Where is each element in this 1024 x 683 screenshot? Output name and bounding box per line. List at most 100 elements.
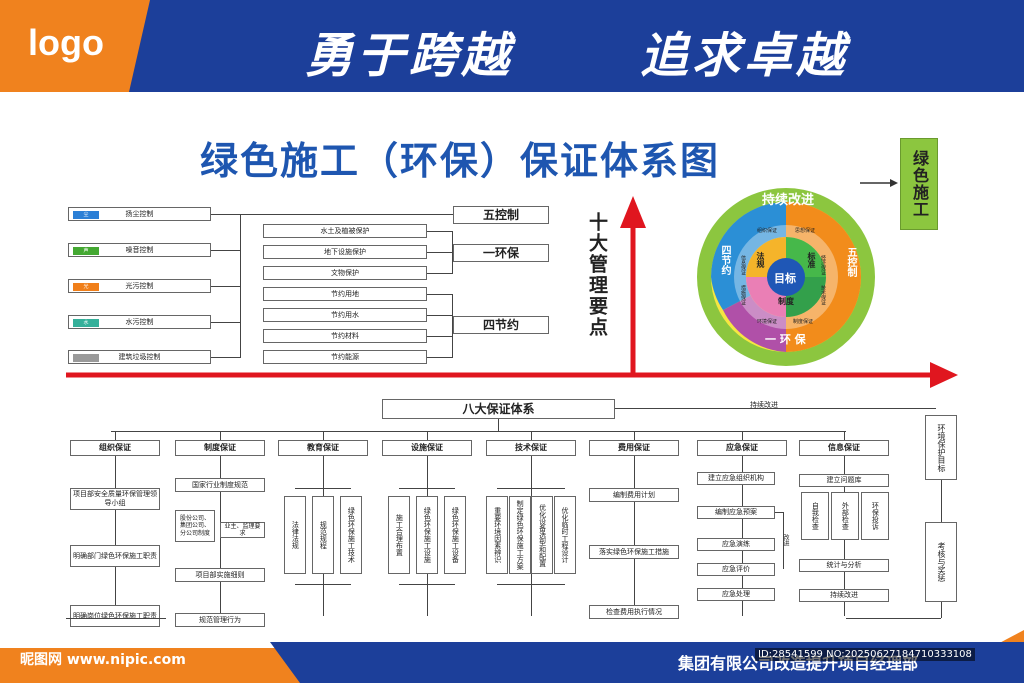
middle-item: 节约用地 bbox=[263, 287, 427, 301]
control-label: 建筑垃圾控制 bbox=[118, 352, 161, 361]
column-item: 建立问题库 bbox=[799, 474, 889, 487]
connector bbox=[531, 431, 532, 440]
column-item: 建立应急组织机构 bbox=[697, 472, 775, 485]
group-five-controls: 五控制 bbox=[453, 206, 549, 224]
column-item: 优化临时工程设计 bbox=[553, 496, 576, 574]
column-item: 项目部实施细则 bbox=[175, 568, 265, 582]
connector bbox=[111, 431, 846, 432]
page-title: 绿色施工（环保）保证体系图 bbox=[200, 139, 721, 183]
column-head: 设施保证 bbox=[382, 440, 472, 456]
green-construction-box: 绿色施工 bbox=[900, 138, 938, 230]
column-item-label: 规范规程 bbox=[319, 521, 328, 549]
connector bbox=[497, 584, 565, 585]
column-item: 业主、监理要求 bbox=[220, 522, 265, 538]
column-item: 股份公司、集团公司、分公司制度 bbox=[175, 510, 215, 542]
column-item: 制定绿色环保施工方案 bbox=[508, 496, 531, 574]
column-item-label: 优化临时工程设计 bbox=[560, 507, 569, 563]
column-item: 国家行业制度规范 bbox=[175, 478, 265, 492]
column-head: 费用保证 bbox=[589, 440, 679, 456]
wheel-inner-label: 思想保证 bbox=[795, 228, 816, 234]
column-item: 应急演练 bbox=[697, 538, 775, 551]
wheel-inner-label: 信息保证 bbox=[740, 255, 746, 275]
column-item-label: 法律法规 bbox=[291, 521, 300, 549]
connector bbox=[615, 408, 936, 409]
target-box: 环境保护目标 bbox=[925, 415, 957, 480]
control-label: 扬尘控制 bbox=[125, 209, 154, 218]
column-item: 检查费用执行情况 bbox=[589, 605, 679, 619]
connector bbox=[427, 252, 453, 253]
connector bbox=[115, 431, 116, 440]
column-item-label: 制定绿色环保施工方案 bbox=[516, 500, 525, 570]
middle-item: 文物保护 bbox=[263, 266, 427, 280]
control-item-waste: 建筑垃圾控制 bbox=[68, 350, 211, 364]
column-item: 明确岗位绿色环保施工职责 bbox=[70, 605, 160, 627]
connector bbox=[742, 456, 743, 616]
column-item: 规范规程 bbox=[312, 496, 334, 574]
column-head: 组织保证 bbox=[70, 440, 160, 456]
column-item: 重要环境因素辨识 bbox=[486, 496, 509, 574]
wheel-inner-label: 技术保证 bbox=[820, 285, 826, 305]
column-item-label: 外部检查 bbox=[841, 502, 850, 530]
column-item: 外部检查 bbox=[831, 492, 859, 540]
connector bbox=[211, 250, 241, 251]
wheel-center: 目标 bbox=[774, 272, 796, 285]
target-label: 环境保护目标 bbox=[937, 423, 946, 472]
connector bbox=[427, 357, 453, 358]
connector bbox=[634, 431, 635, 440]
wheel-system: 制度 bbox=[778, 297, 794, 306]
connector bbox=[427, 315, 453, 316]
control-item-noise: 声噪音控制 bbox=[68, 243, 211, 257]
watermark: 昵图网 www.nipic.com bbox=[20, 652, 186, 668]
noise-tag: 声 bbox=[73, 247, 99, 255]
waste-tag bbox=[73, 354, 99, 362]
green-label: 绿色施工 bbox=[910, 150, 929, 218]
connector bbox=[211, 286, 241, 287]
check-label: 考核与奖惩 bbox=[937, 542, 946, 582]
column-item: 自我检查 bbox=[801, 492, 829, 540]
connector bbox=[427, 294, 453, 295]
wheel-left-label: 四节约 bbox=[719, 245, 730, 275]
connector bbox=[240, 214, 453, 215]
middle-item: 节约能源 bbox=[263, 350, 427, 364]
wheel-right-label: 五控制 bbox=[845, 247, 856, 277]
connector bbox=[323, 431, 324, 440]
column-item-label: 优化设备选型和配置 bbox=[538, 503, 547, 567]
column-item-label: 绿色环保施工技术 bbox=[347, 507, 356, 563]
column-item-label: 重要环境因素辨识 bbox=[493, 507, 502, 563]
column-item: 绿色环保施工设施 bbox=[416, 496, 438, 574]
connector bbox=[211, 357, 241, 358]
slogan-right: 追求卓越 bbox=[640, 28, 849, 84]
column-item: 绿色环保施工设备 bbox=[444, 496, 466, 574]
target-wheel bbox=[697, 188, 875, 366]
column-item: 统计与分析 bbox=[799, 559, 889, 572]
water-tag: 水 bbox=[73, 319, 99, 327]
column-item-label: 绿色环保施工设备 bbox=[451, 507, 460, 563]
connector bbox=[240, 214, 241, 358]
connector bbox=[742, 431, 743, 440]
column-item: 落实绿色环保施工措施 bbox=[589, 545, 679, 559]
connector bbox=[941, 602, 942, 618]
connector bbox=[211, 214, 241, 215]
wheel-inner-label: 环境保证 bbox=[757, 319, 778, 325]
column-head: 应急保证 bbox=[697, 440, 787, 456]
column-item-label: 自我检查 bbox=[811, 502, 820, 530]
logo: logo bbox=[28, 22, 104, 63]
connector bbox=[427, 336, 453, 337]
control-tree: 尘扬尘控制 声噪音控制 光光污控制 水水污控制 建筑垃圾控制 水土及植被保护 地… bbox=[0, 200, 560, 370]
connector bbox=[427, 273, 453, 274]
connector bbox=[295, 488, 351, 489]
column-item-label: 环保投诉 bbox=[871, 502, 880, 530]
column-item: 规范管理行为 bbox=[175, 613, 265, 627]
column-item: 绿色环保施工技术 bbox=[340, 496, 362, 574]
column-head: 教育保证 bbox=[278, 440, 368, 456]
improve-label: 改进 bbox=[782, 534, 789, 546]
column-head: 信息保证 bbox=[799, 440, 889, 456]
column-item: 编制应急预案 bbox=[697, 506, 775, 519]
wheel-standard: 标准 bbox=[807, 252, 816, 268]
connector bbox=[427, 431, 428, 440]
connector bbox=[399, 584, 455, 585]
light-tag: 光 bbox=[73, 283, 99, 291]
connector bbox=[220, 431, 221, 440]
connector bbox=[783, 512, 784, 569]
